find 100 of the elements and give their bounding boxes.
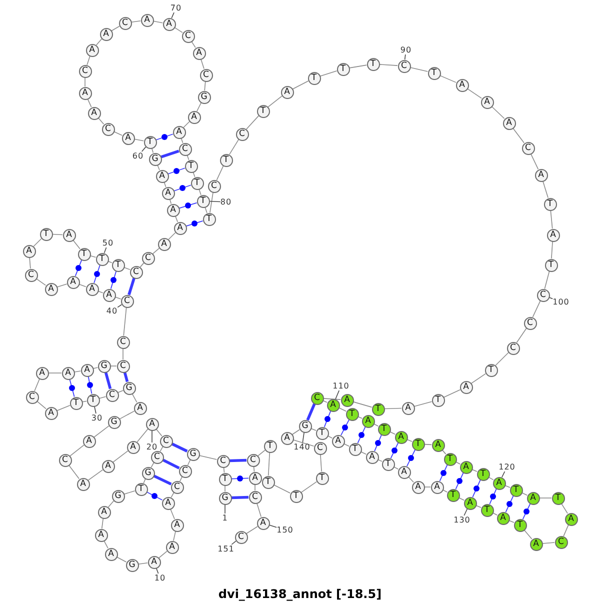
base-pair-line (171, 442, 188, 452)
backbone-line (56, 405, 70, 411)
backbone-line (470, 373, 486, 384)
backbone-line (72, 240, 80, 250)
base-pair-line (505, 495, 514, 513)
base-pair-line (88, 376, 92, 394)
backbone-line (34, 378, 40, 392)
backbone-line (96, 38, 102, 46)
nucleotide-circle: A (134, 402, 146, 414)
backbone-line (108, 500, 114, 508)
position-number: 60 (132, 152, 144, 160)
base-pair-line (162, 458, 180, 470)
nucleotide-circle: C (208, 180, 220, 192)
nucleotide-circle: C (178, 142, 192, 156)
nucleotide-circle: A (100, 28, 112, 40)
nucleotide-circle: T (40, 228, 52, 240)
nucleotide-circle: T (476, 468, 490, 480)
nucleotide-circle: G (126, 558, 138, 572)
backbone-line (373, 424, 379, 426)
backbone-line (131, 20, 141, 23)
backbone-line (524, 530, 532, 540)
position-number: 90 (400, 46, 412, 54)
backbone-line (112, 450, 128, 462)
base-pair-line (306, 403, 316, 421)
nucleotide-circle: A (102, 460, 114, 472)
base-pair-line (153, 474, 172, 486)
leader-line (209, 200, 221, 202)
nucleotide-circle: A (412, 480, 424, 494)
backbone-line (33, 238, 42, 247)
nucleotide-circle: T (514, 518, 526, 532)
leader-line (171, 12, 174, 18)
backbone-line (180, 476, 182, 482)
backbone-line (551, 241, 553, 259)
nucleotide-circle: C (522, 142, 534, 154)
leader-line (404, 54, 406, 60)
base-pair-line (128, 278, 136, 296)
nucleotide-circle: A (44, 282, 58, 296)
nucleotide-circle: A (146, 418, 158, 430)
backbone-line (138, 562, 148, 565)
backbone-line (384, 408, 402, 410)
nucleotide-circle: T (86, 394, 100, 406)
nucleotide-circle: A (362, 414, 374, 428)
nucleotide-circle: G (148, 152, 162, 166)
nucleotide-circle: A (496, 512, 510, 524)
backbone-line (36, 278, 46, 286)
nucleotide-circle: A (166, 204, 180, 216)
backbone-line (124, 490, 136, 494)
base-pair-line (146, 492, 163, 500)
nucleotide-circle: T (480, 504, 494, 516)
backbone-line (246, 526, 258, 534)
nucleotide-circle: G (112, 490, 124, 502)
backbone-line (246, 115, 260, 130)
nucleotide-circle: C (200, 68, 212, 82)
nucleotide-circle: A (460, 460, 472, 474)
nucleotide-circle: T (316, 472, 328, 484)
backbone-line (36, 400, 46, 410)
backbone-line (204, 81, 206, 91)
base-pair-line (178, 202, 198, 209)
backbone-line (136, 428, 148, 442)
backbone-line (253, 466, 255, 472)
backbone-line (153, 20, 163, 24)
base-pair-line (156, 134, 174, 140)
nucleotide-circle: A (98, 506, 110, 518)
backbone-line (561, 503, 568, 514)
backbone-line (258, 450, 266, 456)
nucleotide-circle: C (536, 288, 550, 302)
backbone-line (56, 284, 68, 288)
nucleotide-circle: A (88, 106, 100, 120)
backbone-line (143, 478, 146, 484)
base-pair-line (340, 419, 350, 436)
nucleotide-circle: G (142, 466, 154, 480)
nucleotide-circle: A (188, 110, 200, 124)
nucleotide-circle: T (366, 58, 380, 70)
backbone-line (68, 464, 80, 480)
nucleotide-circle: A (256, 516, 270, 530)
base-pair-line (324, 410, 332, 428)
nucleotide-circle: T (378, 422, 390, 436)
nucleotide-circle: T (446, 488, 460, 502)
backbone-line (52, 234, 63, 236)
nucleotide-circle: C (246, 454, 260, 466)
backbone-line (84, 77, 86, 87)
title: dvi_16138_annot [-18.5] (218, 587, 382, 601)
nucleotide-circle: T (134, 482, 148, 496)
nucleotide-circle: C (178, 464, 192, 478)
nucleotide-circle: A (170, 518, 184, 532)
nucleotide-circle: C (236, 128, 248, 140)
nucleotide-circle: A (22, 244, 36, 258)
nucleotide-circle: A (76, 478, 90, 490)
backbone-line (132, 393, 138, 403)
nucleotide-circle: A (460, 380, 472, 394)
backbone-line (440, 75, 456, 83)
nucleotide-circle: T (196, 194, 210, 208)
nucleotide-circle: C (106, 388, 118, 402)
backbone-line (300, 481, 318, 493)
backbone-line (444, 389, 460, 398)
backbone-line (152, 248, 160, 254)
backbone-line (140, 262, 144, 268)
backbone-line (196, 102, 202, 112)
nucleotide-circle: T (372, 402, 384, 416)
position-number: 50 (102, 238, 114, 248)
